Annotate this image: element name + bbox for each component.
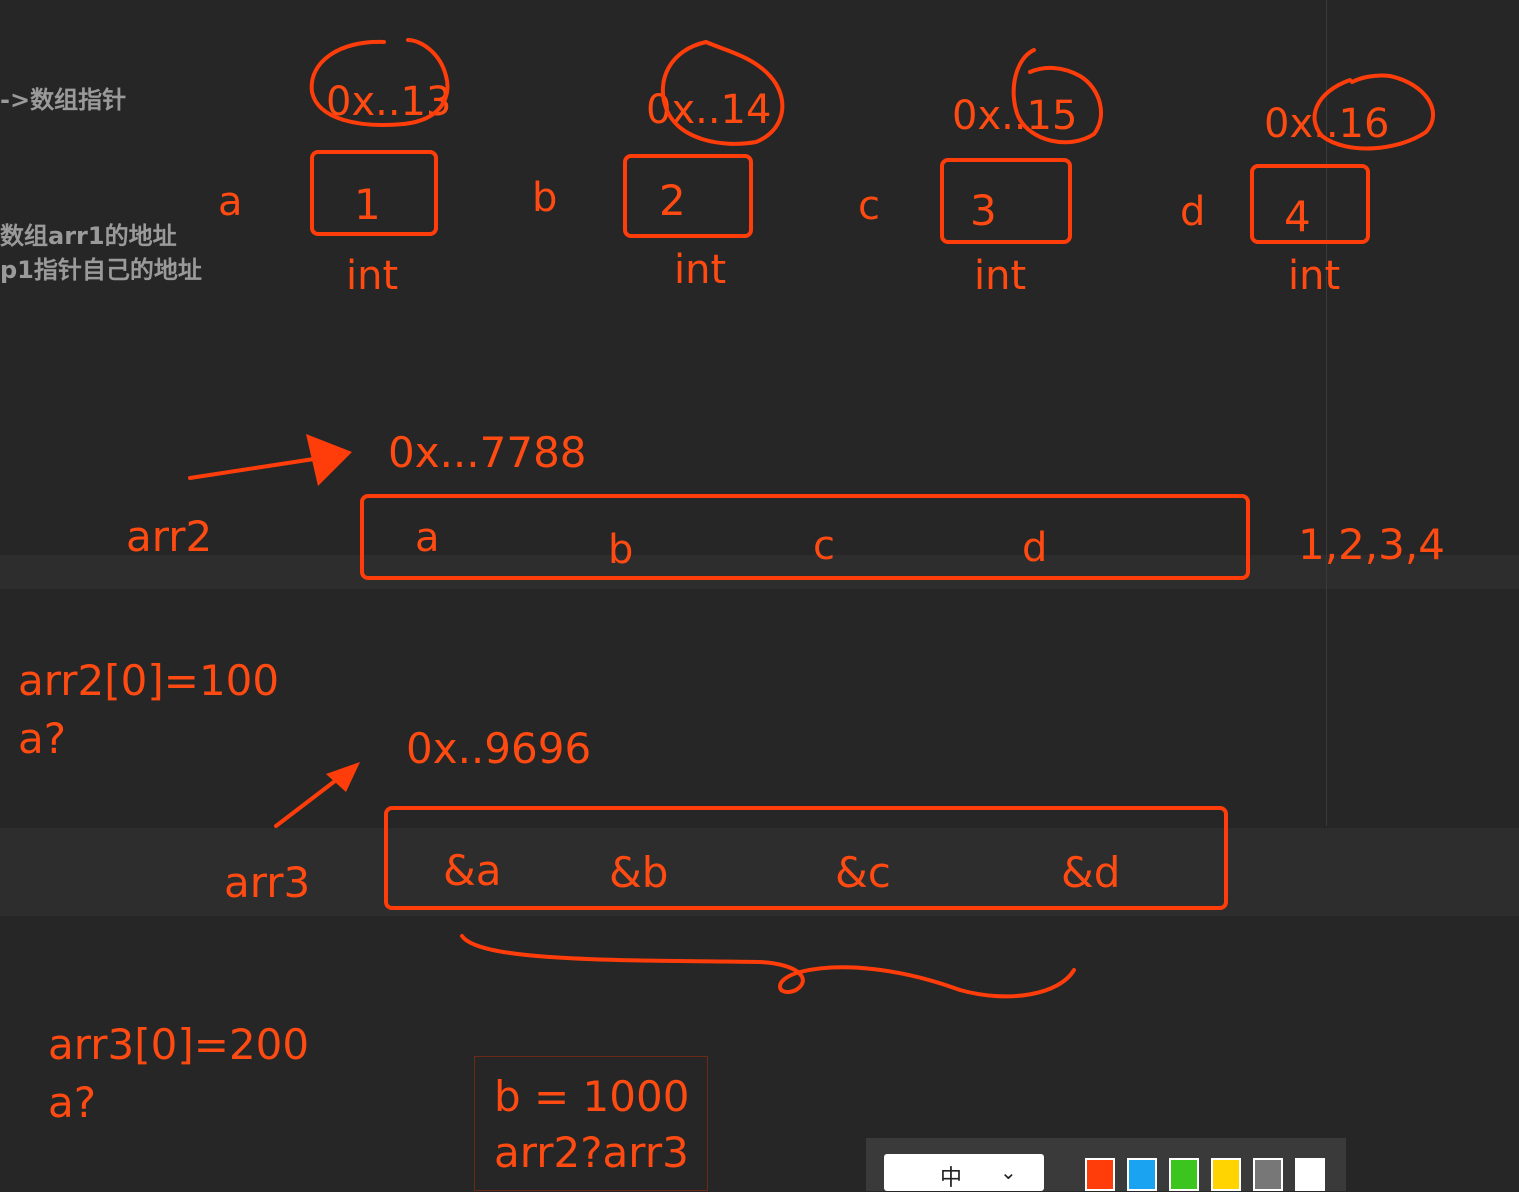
var-value-a: 1 bbox=[354, 180, 381, 229]
chevron-down-icon: ⌄ bbox=[1000, 1160, 1017, 1184]
var-name-a: a bbox=[218, 179, 243, 225]
var-cell-c: 3 bbox=[940, 158, 1072, 244]
arr3-cell-b: &b bbox=[609, 848, 669, 897]
note-line2: arr2?arr3 bbox=[494, 1128, 689, 1177]
var-cell-b: 2 bbox=[623, 154, 753, 238]
color-swatch-yellow[interactable] bbox=[1211, 1158, 1241, 1191]
note-line1: b = 1000 bbox=[494, 1072, 690, 1121]
arr3-box bbox=[384, 806, 1228, 910]
var-name-b: b bbox=[532, 175, 558, 221]
address-circle-a bbox=[309, 38, 450, 127]
var-value-b: 2 bbox=[659, 176, 686, 225]
arr2-address: 0x...7788 bbox=[388, 428, 587, 477]
var-type-d: int bbox=[1288, 253, 1341, 299]
color-swatch-blue[interactable] bbox=[1127, 1158, 1157, 1191]
arr2-values-note: 1,2,3,4 bbox=[1298, 520, 1445, 569]
var-value-c: 3 bbox=[970, 186, 997, 235]
arr2-cell-d: d bbox=[1022, 525, 1048, 571]
var-value-d: 4 bbox=[1284, 192, 1311, 241]
address-circle-d bbox=[1312, 73, 1435, 151]
pointer-arrow-arr2-head bbox=[306, 434, 352, 486]
question1-line2: a? bbox=[18, 714, 67, 763]
arr2-label: arr2 bbox=[126, 512, 213, 561]
editor-highlight-band bbox=[0, 555, 1519, 589]
var-type-a: int bbox=[346, 253, 399, 299]
pointer-arrow-arr3-head bbox=[326, 762, 360, 792]
arr3-cell-a: &a bbox=[443, 846, 502, 895]
color-swatch-green[interactable] bbox=[1169, 1158, 1199, 1191]
arr2-cell-a: a bbox=[415, 515, 440, 561]
question2-line2: a? bbox=[48, 1078, 97, 1127]
color-swatch-white[interactable] bbox=[1295, 1158, 1325, 1191]
arr2-cell-c: c bbox=[813, 523, 835, 569]
var-type-c: int bbox=[974, 253, 1027, 299]
code-comment: 数组arr1的地址 bbox=[0, 222, 177, 250]
input-mode-label: 中 bbox=[940, 1166, 963, 1191]
arr3-address: 0x..9696 bbox=[406, 724, 592, 773]
arr3-cell-c: &c bbox=[835, 848, 891, 897]
color-swatch-red[interactable] bbox=[1085, 1158, 1115, 1191]
editor-highlight-band bbox=[0, 828, 1519, 916]
code-comment: ->数组指针 bbox=[0, 86, 127, 114]
brace-underline bbox=[460, 934, 1076, 999]
arr3-label: arr3 bbox=[224, 858, 311, 907]
arr3-cell-d: &d bbox=[1061, 848, 1121, 897]
var-name-d: d bbox=[1180, 189, 1206, 235]
var-cell-d: 4 bbox=[1250, 164, 1370, 244]
input-mode-select[interactable]: 中 ⌄ bbox=[884, 1154, 1044, 1191]
question1-line1: arr2[0]=100 bbox=[18, 656, 280, 705]
var-type-b: int bbox=[674, 247, 727, 293]
arr2-cell-b: b bbox=[608, 527, 634, 573]
code-comment: p1指针自己的地址 bbox=[0, 256, 202, 284]
var-name-c: c bbox=[858, 183, 880, 229]
arr2-box bbox=[360, 494, 1250, 580]
var-cell-a: 1 bbox=[310, 150, 438, 236]
question2-line1: arr3[0]=200 bbox=[48, 1020, 310, 1069]
address-circle-c bbox=[1011, 48, 1104, 145]
color-swatch-gray[interactable] bbox=[1253, 1158, 1283, 1191]
editor-ruler-line bbox=[1326, 0, 1327, 826]
address-circle-b bbox=[660, 40, 785, 146]
